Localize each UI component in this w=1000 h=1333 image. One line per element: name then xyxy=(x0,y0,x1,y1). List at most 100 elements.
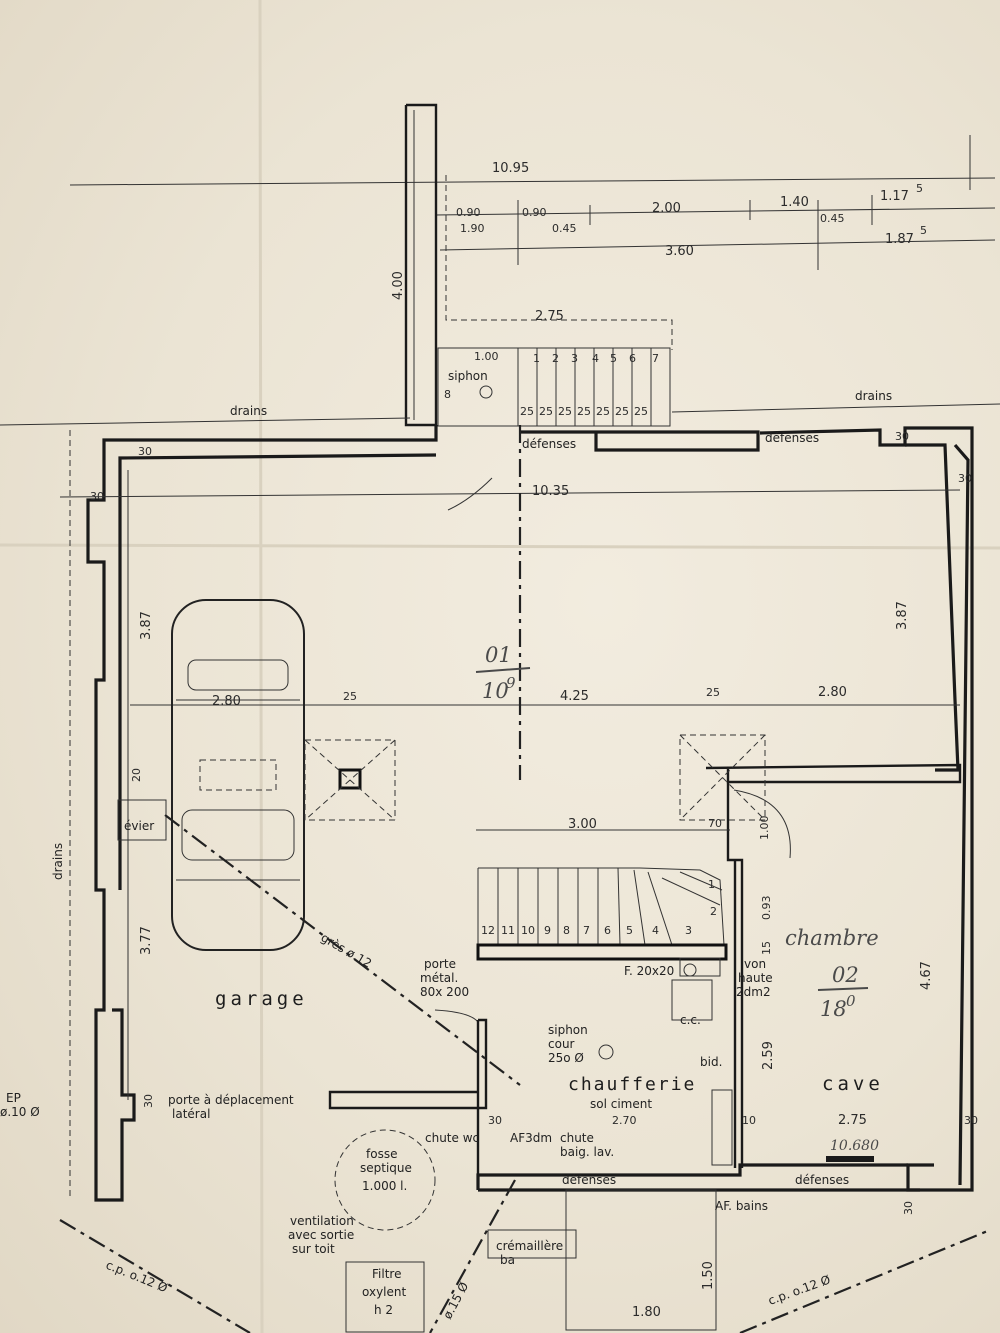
dim-2-00: 2.00 xyxy=(652,201,681,216)
handwritten-total: 10.680 xyxy=(830,1138,879,1154)
label-cremaillere-2: ba xyxy=(500,1253,515,1267)
dim-0-90-a: 0.90 xyxy=(456,206,481,219)
label-siphon-cour-3: 25o Ø xyxy=(548,1051,584,1065)
drain-line-top-left xyxy=(0,417,411,426)
stair-bottom-num-10: 10 xyxy=(521,924,535,937)
room02-fraction-bar xyxy=(817,987,869,991)
label-ep-2: ø.10 Ø xyxy=(0,1105,40,1119)
label-porte-metal-1: porte xyxy=(424,957,456,971)
stair-top-riser-2: 25 xyxy=(539,405,553,418)
dim-30-e: 30 xyxy=(964,1114,978,1127)
stair-top-riser-5: 25 xyxy=(596,405,610,418)
label-sol-ciment: sol ciment xyxy=(590,1097,652,1111)
dim-25-b: 25 xyxy=(706,686,720,699)
stair-top-num-5: 5 xyxy=(610,352,617,365)
stair-bottom-num-8: 8 xyxy=(563,924,570,937)
label-fosse-2: septique xyxy=(360,1161,412,1175)
dim-2-80-left: 2.80 xyxy=(212,694,241,709)
label-cc: c.c. xyxy=(680,1013,701,1027)
label-von-3: 2dm2 xyxy=(736,985,771,999)
pillars xyxy=(304,734,766,821)
label-f-20x20: F. 20x20 xyxy=(624,964,674,978)
door-swing-chaufferie xyxy=(434,1009,479,1023)
dim-4-00: 4.00 xyxy=(391,271,406,300)
label-porte-dep-1: porte à déplacement xyxy=(168,1093,294,1107)
room01-fraction-bar xyxy=(475,667,531,673)
dim-0-90-b: 0.90 xyxy=(522,206,547,219)
room02-area-sup: 0 xyxy=(846,992,856,1010)
stair-bottom-num-5: 5 xyxy=(626,924,633,937)
dim-25-a: 25 xyxy=(343,690,357,703)
dim-1-00-mid: 1.00 xyxy=(758,816,771,841)
dim-20: 20 xyxy=(130,768,143,782)
dim-2-70: 2.70 xyxy=(612,1114,637,1127)
room01-number: 01 xyxy=(485,643,512,667)
label-defenses-3: défenses xyxy=(562,1173,616,1187)
label-defenses-1: défenses xyxy=(522,437,576,451)
cremaillere-box xyxy=(487,1229,577,1259)
dim-30-f: 30 xyxy=(488,1114,502,1127)
stair-top-riser-1: 25 xyxy=(520,405,534,418)
dim-3-60: 3.60 xyxy=(665,244,694,259)
label-evier: évier xyxy=(124,819,154,833)
stair-bottom-num-4: 4 xyxy=(652,924,659,937)
label-ventilation-1: ventilation xyxy=(290,1214,354,1228)
septic-tank xyxy=(334,1129,436,1231)
stair-top-riser-6: 25 xyxy=(615,405,629,418)
dim-4-675: 4.67 xyxy=(919,961,934,990)
stair-top-riser-3: 25 xyxy=(558,405,572,418)
room-chaufferie: chaufferie xyxy=(568,1074,696,1095)
dim-2-75-bottom: 2.75 xyxy=(838,1113,867,1128)
dim-30-d: 30 xyxy=(958,472,972,485)
dim-10-35: 10.35 xyxy=(532,484,569,499)
interior-dimensions: 10.35 2.80 25 4.25 25 2.80 3.87 3.87 3.7… xyxy=(59,470,961,1215)
dim-1-80: 1.80 xyxy=(632,1305,661,1320)
dim-1-875-sup: 5 xyxy=(920,224,927,237)
stair-top-num-2: 2 xyxy=(552,352,559,365)
car-outline xyxy=(171,599,305,951)
stairs-top: 1.00 1 2 3 4 5 6 7 25 25 25 25 25 25 25 … xyxy=(437,347,671,427)
label-af3dm: AF3dm xyxy=(510,1131,552,1145)
label-fosse-1: fosse xyxy=(366,1147,397,1161)
stair-top-num-4: 4 xyxy=(592,352,599,365)
sink-box xyxy=(117,799,167,841)
label-siphon: siphon xyxy=(448,369,488,383)
label-ventilation-3: sur toit xyxy=(292,1242,335,1256)
label-filtre-2: oxylent xyxy=(362,1285,406,1299)
label-cp-left: c.p. o.12 Ø xyxy=(104,1258,170,1295)
dim-3-775: 3.77 xyxy=(139,926,154,955)
dim-3-875-right: 3.87 xyxy=(895,601,910,630)
dim-30-a: 30 xyxy=(138,445,152,458)
room01-area-sup: 9 xyxy=(506,674,516,692)
dim-1-875: 1.87 xyxy=(885,232,914,247)
label-ep-1: EP xyxy=(6,1091,21,1105)
door-swing-cave xyxy=(733,789,791,859)
room-garage: garage xyxy=(215,988,308,1010)
label-a15: ø.15 Ø xyxy=(440,1280,471,1322)
dim-8: 8 xyxy=(444,388,451,401)
siphon-cour-symbol xyxy=(598,1044,614,1060)
paper-fold-vertical xyxy=(258,0,264,1333)
label-drains-left: drains xyxy=(51,843,65,880)
label-bid: bid. xyxy=(700,1055,722,1069)
label-chute-wc: chute wc xyxy=(425,1131,479,1145)
room01-area: 10 xyxy=(482,679,509,703)
label-siphon-cour-1: siphon xyxy=(548,1023,588,1037)
stair-bottom-num-7: 7 xyxy=(583,924,590,937)
stair-top-num-1: 1 xyxy=(533,352,540,365)
room02-number: 02 xyxy=(832,963,859,987)
stair-top-riser-4: 25 xyxy=(577,405,591,418)
stair-top-num-7: 7 xyxy=(652,352,659,365)
dim-4-25: 4.25 xyxy=(560,689,589,704)
stair-bottom-winder-1: 1 xyxy=(708,878,715,891)
stair-bottom-num-9: 9 xyxy=(544,924,551,937)
stair-bottom-num-12: 12 xyxy=(481,924,495,937)
stair-bottom-num-3: 3 xyxy=(685,924,692,937)
dim-2-75-top: 2.75 xyxy=(535,309,564,324)
chimney-shaft: 4.00 2.75 xyxy=(391,103,673,427)
stair-top-num-6: 6 xyxy=(629,352,636,365)
dim-70: 70 xyxy=(708,817,722,830)
drain-line-top-right xyxy=(671,403,1000,413)
siphon-symbol xyxy=(479,385,493,399)
label-ventilation-2: avec sortie xyxy=(288,1228,354,1242)
